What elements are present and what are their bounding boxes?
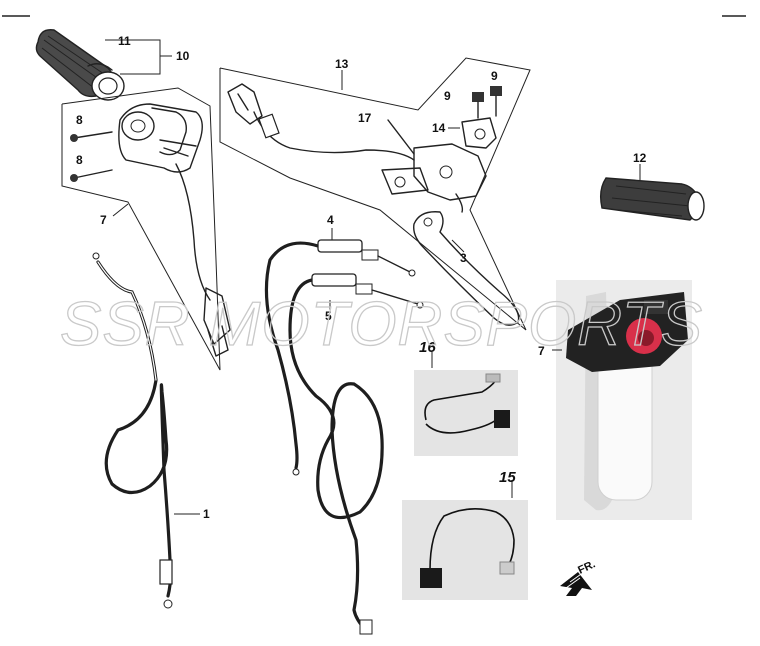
- callout-7-photo: 7: [538, 344, 545, 358]
- bolt-9-left[interactable]: [472, 92, 484, 119]
- callout-8-upper: 8: [76, 113, 83, 127]
- switch-photo-15: [402, 500, 528, 600]
- left-switch-housing[interactable]: [61, 87, 231, 371]
- lever-assembly-frame: [219, 57, 531, 331]
- callout-17: 17: [358, 111, 372, 125]
- cable-5[interactable]: [288, 273, 424, 635]
- switch-connector-13[interactable]: [227, 83, 415, 161]
- callout-7-left: 7: [100, 213, 107, 227]
- callout-9-left: 9: [444, 89, 451, 103]
- bolt-9-right[interactable]: [490, 86, 502, 117]
- screw-8-lower[interactable]: [70, 169, 113, 182]
- left-grip-assembly[interactable]: [35, 29, 125, 101]
- callout-4: 4: [327, 213, 334, 227]
- callout-8-lower: 8: [76, 153, 83, 167]
- cable-4[interactable]: [264, 239, 416, 476]
- watermark: SSR MOTORSPORTS: [60, 290, 703, 359]
- clutch-lever-perch[interactable]: [381, 143, 487, 213]
- callout-16: 16: [419, 339, 436, 356]
- front-arrow-label: FR.: [576, 558, 597, 576]
- front-direction-arrow: [560, 571, 592, 596]
- callout-1: 1: [203, 507, 210, 521]
- callout-13: 13: [335, 57, 349, 71]
- callout-11: 11: [118, 34, 131, 48]
- screw-8-upper[interactable]: [70, 131, 113, 142]
- lever-3[interactable]: [413, 211, 520, 326]
- callout-15: 15: [499, 469, 516, 486]
- throttle-cable-1[interactable]: [92, 252, 173, 609]
- callout-5: 5: [325, 309, 332, 323]
- clamp-14[interactable]: [461, 117, 497, 149]
- throttle-photo: [556, 280, 692, 520]
- callout-10: 10: [176, 49, 190, 63]
- right-grip-12[interactable]: [599, 177, 705, 221]
- screw-17[interactable]: [387, 119, 415, 155]
- callout-14: 14: [432, 121, 446, 135]
- switch-photo-16: [414, 370, 518, 456]
- callout-9-right: 9: [491, 69, 498, 83]
- callout-12: 12: [633, 151, 647, 165]
- callout-3: 3: [460, 251, 467, 265]
